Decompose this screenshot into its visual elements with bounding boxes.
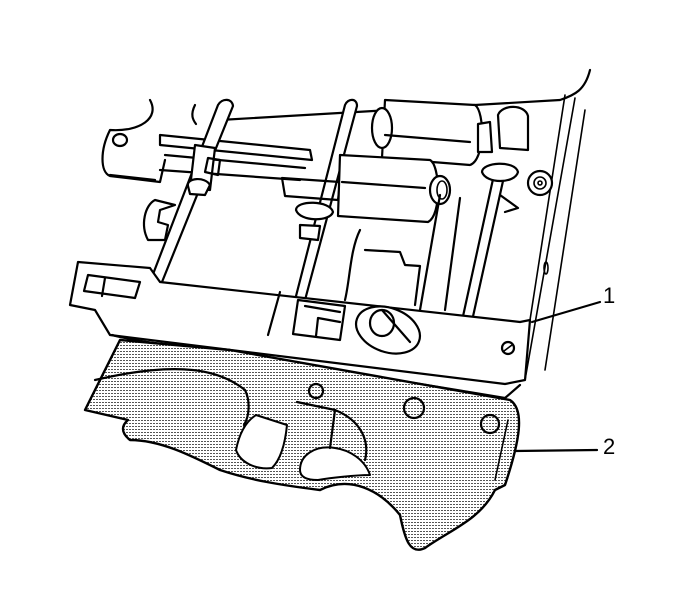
- upper-motor: [370, 98, 494, 167]
- callout-leaders: [513, 300, 602, 453]
- callout-1-label: 1: [603, 283, 616, 308]
- left-clip: [142, 198, 177, 242]
- right-cable-rod: [458, 105, 554, 332]
- front-rail: [68, 260, 532, 400]
- left-cable-rod: [148, 98, 235, 284]
- center-bracket: [343, 193, 462, 312]
- callout-2-label: 2: [603, 434, 616, 459]
- lower-motor: [336, 153, 452, 224]
- seat-frame: [101, 68, 592, 381]
- middle-cable-rod: [280, 98, 359, 302]
- callout-2-leader: [513, 448, 599, 453]
- upper-track: [158, 133, 314, 182]
- callout-1-leader: [530, 300, 602, 324]
- trim-cover: [83, 338, 521, 551]
